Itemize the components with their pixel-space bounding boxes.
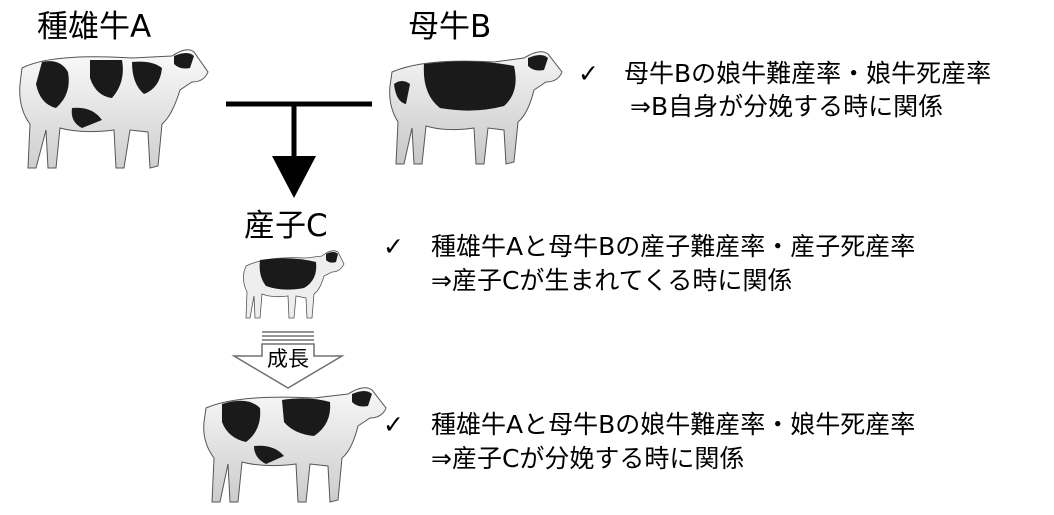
sire-label: 種雄牛A xyxy=(37,9,152,45)
note-calf-calving-line1: 種雄牛Aと母牛Bの娘牛難産率・娘牛死産率 xyxy=(431,410,916,439)
note-calf-calving-line2: ⇒産子Cが分娩する時に関係 xyxy=(431,444,745,473)
growth-label: 成長 xyxy=(267,347,309,371)
note-calf-birth-line2: ⇒産子Cが生まれてくる時に関係 xyxy=(431,266,793,295)
sire-cow-icon xyxy=(19,49,209,169)
check-icon: ✓ xyxy=(578,59,599,88)
note-dam-line2: ⇒B自身が分娩する時に関係 xyxy=(630,92,944,121)
dam-cow-icon xyxy=(389,51,563,165)
dam-label: 母牛B xyxy=(408,9,492,45)
note-calf-birth-line1: 種雄牛Aと母牛Bの産子難産率・産子死産率 xyxy=(431,232,916,261)
hollow-down-arrow-icon xyxy=(231,331,345,389)
grown-cow-icon xyxy=(203,387,387,503)
check-icon: ✓ xyxy=(383,232,404,261)
calf-label: 産子C xyxy=(244,208,328,244)
check-icon: ✓ xyxy=(383,410,404,439)
note-dam-line1: 母牛Bの娘牛難産率・娘牛死産率 xyxy=(624,59,992,88)
calf-icon xyxy=(243,250,345,319)
growth-arrow: 成長 xyxy=(230,330,346,390)
down-arrow-icon xyxy=(272,156,316,198)
